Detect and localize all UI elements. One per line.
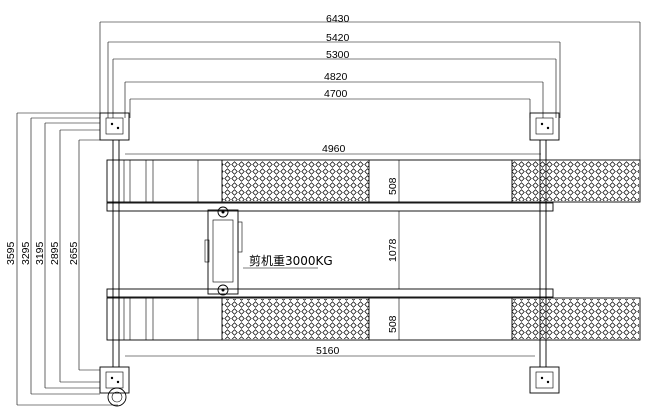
dim-overall-width: 6430 (326, 13, 350, 25)
dim-left-3: 3195 (34, 241, 46, 265)
runway-bottom (106, 297, 641, 341)
post-bottom-right (529, 366, 560, 394)
post-bottom-left (99, 366, 130, 407)
dim-left-4: 2895 (49, 241, 61, 265)
dim-post-span-inner: 4700 (324, 88, 348, 100)
runway-top (106, 159, 641, 203)
dim-runway-width-bottom: 508 (387, 315, 399, 333)
left-dimension-lines (16, 112, 118, 406)
dim-runway-width-outer: 5420 (326, 32, 350, 44)
dim-platform-length-top: 4960 (322, 143, 346, 155)
dim-left-2: 3295 (20, 241, 32, 265)
dim-runway-width-top: 508 (387, 177, 399, 195)
top-dimension-lines (99, 21, 641, 160)
dim-left-1: 3595 (5, 241, 17, 265)
dim-left-5: 2655 (68, 241, 80, 265)
dim-platform-length-bottom: 5160 (316, 345, 340, 357)
dim-post-span-mid: 4820 (324, 71, 348, 83)
dim-post-span-outer: 5300 (326, 49, 350, 61)
post-top-right (529, 112, 560, 141)
capacity-label: 剪机重3000KG (249, 253, 333, 268)
jack-assembly (204, 206, 243, 296)
cross-beams (106, 202, 554, 298)
post-top-left (99, 112, 130, 141)
dim-inner-gap: 1078 (387, 238, 399, 262)
